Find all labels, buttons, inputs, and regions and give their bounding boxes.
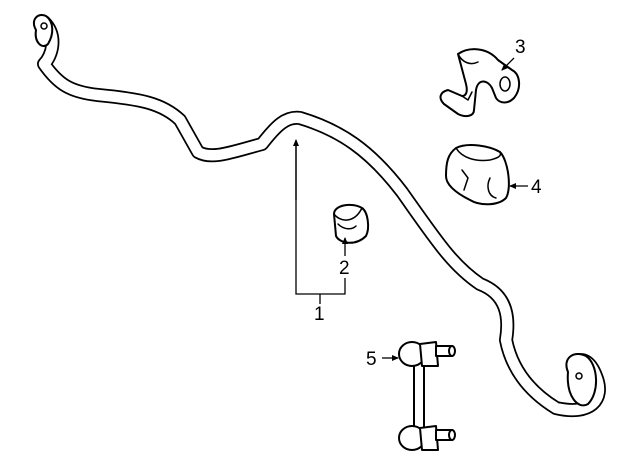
leader-lines xyxy=(293,57,528,361)
callout-2: 2 xyxy=(339,258,350,279)
stabilizer-bracket[interactable] xyxy=(439,48,520,118)
stabilizer-link[interactable] xyxy=(398,341,456,451)
bushing-large[interactable] xyxy=(445,144,510,206)
callout-5: 5 xyxy=(366,349,377,370)
callout-4: 4 xyxy=(531,177,542,198)
stabilizer-bar[interactable] xyxy=(32,14,606,418)
bushing-small[interactable] xyxy=(333,203,370,244)
callout-3: 3 xyxy=(515,37,526,58)
callout-1: 1 xyxy=(314,304,325,325)
leader-3 xyxy=(501,57,515,71)
